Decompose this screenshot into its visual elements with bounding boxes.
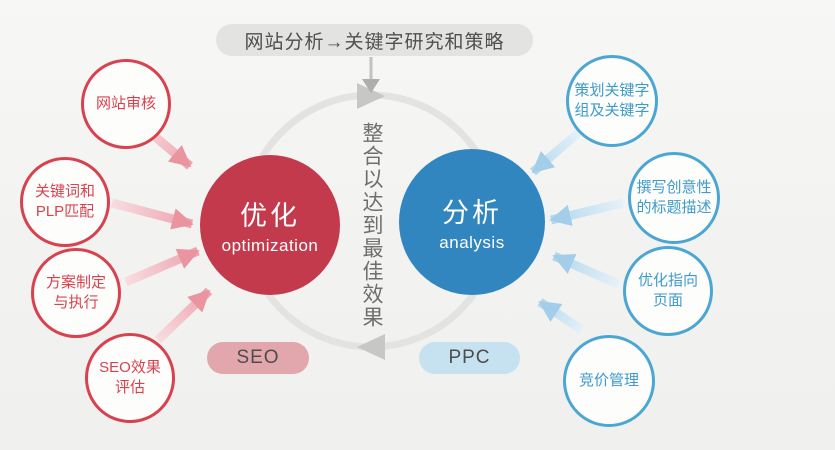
title-connector-arrowhead-icon bbox=[362, 79, 380, 93]
node-label: 竞价管理 bbox=[578, 371, 639, 389]
analysis-hub-label-zh: 分析 bbox=[442, 198, 502, 228]
seo-node-effect-evaluation: SEO效果 评估 bbox=[85, 333, 175, 423]
seo-badge: SEO bbox=[207, 342, 309, 374]
node-label: 组及关键字 bbox=[574, 102, 650, 119]
ppc-badge: PPC bbox=[419, 342, 520, 374]
optimization-hub-label-zh: 优化 bbox=[240, 201, 300, 231]
node-label: 评估 bbox=[114, 379, 145, 396]
seo-node-website-audit: 网站审核 bbox=[81, 59, 171, 149]
seo-node-plan-execution: 方案制定 与执行 bbox=[31, 248, 121, 338]
ppc-node-keyword-planning: 策划关键字 组及关键字 bbox=[566, 55, 658, 147]
node-label: 网站审核 bbox=[95, 94, 156, 112]
optimization-hub-circle: 优化 optimization bbox=[200, 155, 340, 295]
ppc-flow-arrow bbox=[530, 129, 581, 176]
title-banner: 网站分析→关键字研究和策略 bbox=[216, 24, 533, 56]
cycle-arrowhead-top-icon bbox=[357, 83, 385, 109]
node-label: PLP匹配 bbox=[35, 203, 95, 220]
node-label: SEO效果 bbox=[99, 358, 161, 376]
ppc-node-landing-pages: 优化指向 页面 bbox=[623, 246, 713, 336]
node-label: 的标题描述 bbox=[636, 199, 712, 216]
analysis-hub-label-en: analysis bbox=[439, 233, 505, 252]
analysis-hub-circle: 分析 analysis bbox=[399, 149, 545, 295]
integration-note: 整合以达到最佳效果 bbox=[360, 121, 383, 329]
seo-node-keyword-plp-match: 关键词和 PLP匹配 bbox=[20, 157, 110, 247]
node-label: 方案制定 bbox=[45, 273, 106, 291]
ppc-flow-arrow bbox=[549, 198, 625, 226]
ppc-node-creative-titles: 撰写创意性 的标题描述 bbox=[628, 152, 720, 244]
seo-flow-arrow bbox=[110, 198, 194, 230]
node-label: 策划关键字 bbox=[574, 81, 650, 99]
node-label: 页面 bbox=[652, 292, 683, 309]
node-label: 优化指向 bbox=[637, 271, 698, 289]
node-label: 关键词和 bbox=[34, 182, 95, 200]
ppc-node-bid-management: 竞价管理 bbox=[563, 335, 655, 427]
node-label: 撰写创意性 bbox=[636, 178, 712, 196]
node-label: 与执行 bbox=[53, 294, 99, 311]
ppc-flow-arrow bbox=[552, 251, 620, 289]
seo-flow-arrow bbox=[154, 287, 213, 344]
ppc-flow-arrow bbox=[537, 298, 585, 334]
cycle-arrowhead-bottom-icon bbox=[357, 334, 385, 360]
title-text: 网站分析→关键字研究和策略 bbox=[244, 31, 505, 53]
seo-flow-arrow bbox=[124, 246, 200, 287]
optimization-hub-label-en: optimization bbox=[221, 236, 319, 255]
